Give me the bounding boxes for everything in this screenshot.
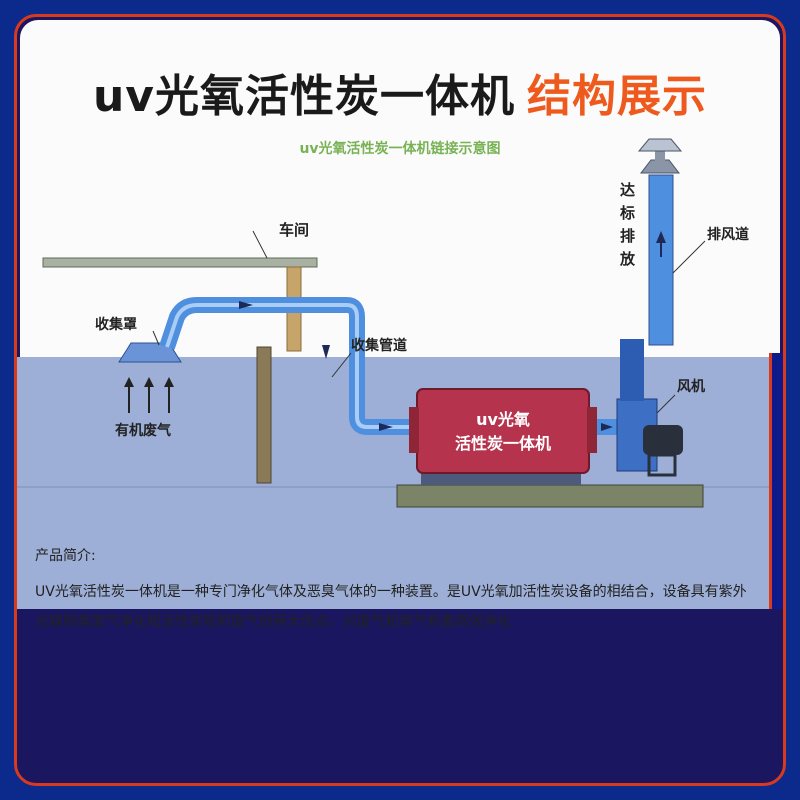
- intro-text: UV光氧活性炭一体机是一种专门净化气体及恶臭气体的一种装置。是UV光氧加活性炭设…: [35, 584, 747, 630]
- title-accent: 结构展示: [527, 71, 707, 122]
- diagram-subtitle: uv光氧活性炭一体机链接示意图: [299, 141, 501, 157]
- waste-arrowhead-1: [124, 377, 134, 387]
- stack-cap: [639, 159, 681, 174]
- waste-arrowhead-2: [144, 377, 154, 387]
- label-discharge-1: 达: [620, 181, 635, 199]
- label-machine-line2: 活性炭一体机: [455, 434, 551, 453]
- title-main: uv光氧活性炭一体机: [92, 71, 515, 122]
- label-exhaust-duct: 排风道: [707, 226, 749, 243]
- label-waste-gas: 有机废气: [115, 422, 171, 439]
- exhaust-arrowhead: [656, 231, 666, 243]
- intro-heading: 产品简介:: [35, 548, 96, 564]
- right-side-bar: [769, 353, 783, 609]
- stack-top: [637, 138, 683, 152]
- machine-outlet: [587, 407, 597, 453]
- exhaust-stack-lower: [620, 339, 644, 401]
- duct-highlight: [165, 303, 415, 429]
- flow-arrow-in: [379, 423, 393, 431]
- label-workshop: 车间: [279, 221, 309, 239]
- label-discharge-2: 标: [619, 204, 635, 222]
- label-hood: 收集罩: [95, 316, 137, 333]
- uv-activated-carbon-machine: [416, 388, 590, 474]
- workshop-pointer: [252, 230, 268, 259]
- label-machine-line1: uv光氧: [476, 410, 530, 429]
- fan-motor: [643, 425, 683, 455]
- workshop-ceiling: [42, 257, 318, 268]
- label-discharge-3: 排: [620, 227, 635, 245]
- flow-arrow-out: [601, 423, 613, 431]
- label-discharge-4: 放: [619, 250, 636, 268]
- label-duct: 收集管道: [351, 337, 407, 354]
- duct-pointer: [331, 352, 352, 378]
- hood-pointer: [152, 330, 160, 346]
- connection-diagram: 车间 收集罩 收集管道 有机废气 uv光氧 活性炭一体机: [17, 138, 769, 508]
- flow-arrow-top: [239, 301, 253, 309]
- brick-pillar-lower: [256, 346, 272, 484]
- exhaust-stack-upper: [648, 174, 674, 346]
- page-title: uv光氧活性炭一体机结构展示: [20, 60, 780, 124]
- flow-arrow-down: [322, 345, 330, 359]
- machine-inlet: [409, 407, 419, 453]
- waste-arrowhead-3: [164, 377, 174, 387]
- fan-pointer: [656, 394, 676, 414]
- machine-base: [396, 484, 704, 508]
- fan-stand: [647, 453, 677, 477]
- poster-frame: uv光氧活性炭一体机结构展示 uv光氧活性炭一体机链接示意图 车间 收集罩 收集…: [14, 14, 786, 786]
- label-fan: 风机: [677, 378, 705, 395]
- stack-cap-neck: [655, 149, 665, 163]
- exhaust-pointer: [672, 240, 706, 274]
